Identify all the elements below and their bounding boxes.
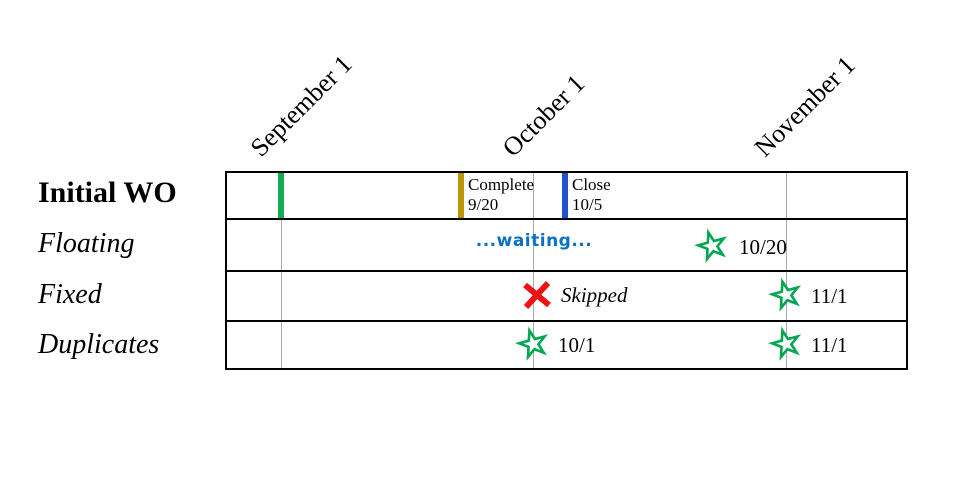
row-divider-3 — [227, 320, 906, 322]
wo-close-annotation: Close 10/5 — [572, 175, 611, 215]
floating-completed-star-icon — [694, 228, 728, 263]
axis-label-november: November 1 — [748, 50, 861, 163]
fixed-completed-star-icon — [768, 277, 802, 312]
row-label-initial-wo: Initial WO — [38, 176, 177, 209]
duplicate-star1-icon — [515, 326, 549, 361]
wo-close-label: Close — [572, 175, 611, 194]
wo-start-tick — [278, 173, 284, 218]
duplicate-star2-icon — [768, 326, 802, 361]
wo-close-date: 10/5 — [572, 195, 603, 214]
timeline-grid: Complete 9/20 Close 10/5 ...waiting... 1… — [225, 171, 908, 370]
row-label-fixed: Fixed — [38, 279, 102, 310]
axis-label-september: September 1 — [244, 49, 358, 163]
row-label-floating: Floating — [38, 228, 135, 259]
floating-waiting-text: ...waiting... — [475, 231, 593, 251]
wo-complete-date: 9/20 — [468, 195, 499, 214]
row-divider-1 — [227, 218, 906, 220]
duplicate-star1-date: 10/1 — [558, 333, 596, 357]
wo-complete-tick — [458, 173, 464, 218]
row-label-duplicates: Duplicates — [38, 329, 160, 360]
axis-label-october: October 1 — [496, 68, 591, 163]
row-divider-2 — [227, 270, 906, 272]
wo-complete-annotation: Complete 9/20 — [468, 175, 534, 215]
fixed-skipped-x-icon — [523, 280, 551, 310]
wo-close-tick — [562, 173, 568, 218]
fixed-skipped-text: Skipped — [561, 283, 628, 307]
wo-complete-label: Complete — [468, 175, 535, 194]
floating-completed-date: 10/20 — [739, 235, 787, 259]
fixed-completed-date: 11/1 — [811, 284, 848, 308]
duplicate-star2-date: 11/1 — [811, 333, 848, 357]
